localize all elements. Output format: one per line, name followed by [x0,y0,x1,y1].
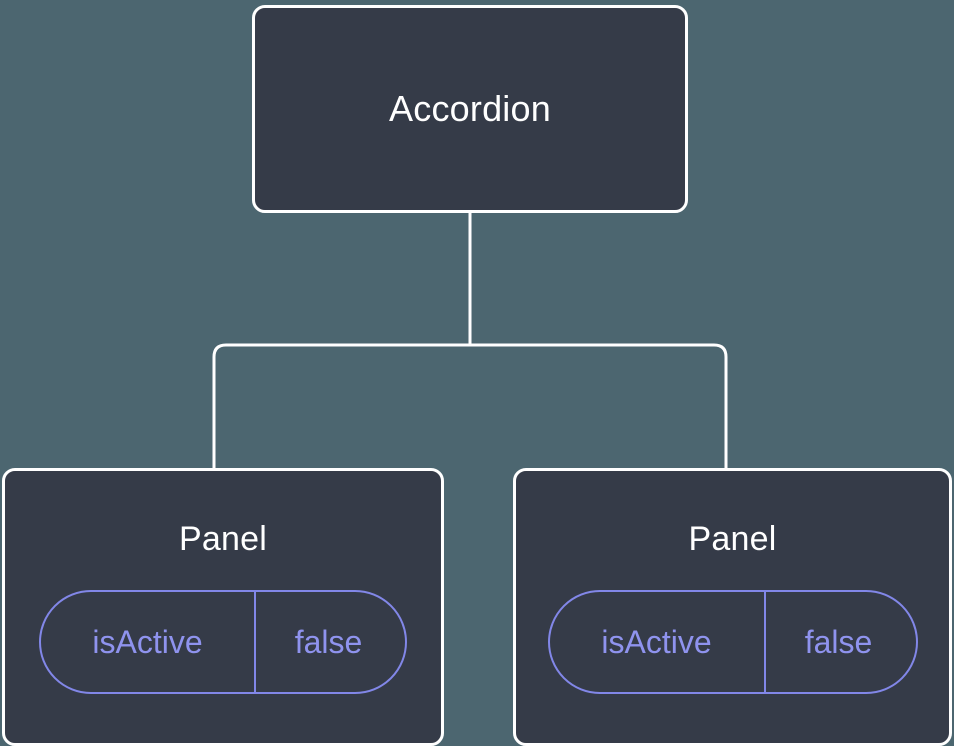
node-panel-1-label: Panel [688,520,777,558]
prop-key-0: isActive [41,592,256,693]
prop-value-1: false [804,623,873,660]
node-panel-0-label: Panel [179,520,267,558]
connector-to-panel-1 [470,343,728,470]
connector-to-panel-0 [212,343,470,470]
node-accordion[interactable]: Accordion [252,5,688,213]
node-accordion-label: Accordion [389,88,551,130]
prop-value-0: false [294,623,363,660]
prop-pill-isactive-0[interactable]: isActive false [39,590,407,695]
prop-pill-isactive-1[interactable]: isActive false [547,590,918,695]
prop-key-1: isActive [550,592,766,693]
node-panel-0[interactable]: Panel isActive false [2,468,444,746]
node-panel-1[interactable]: Panel isActive false [513,468,952,746]
